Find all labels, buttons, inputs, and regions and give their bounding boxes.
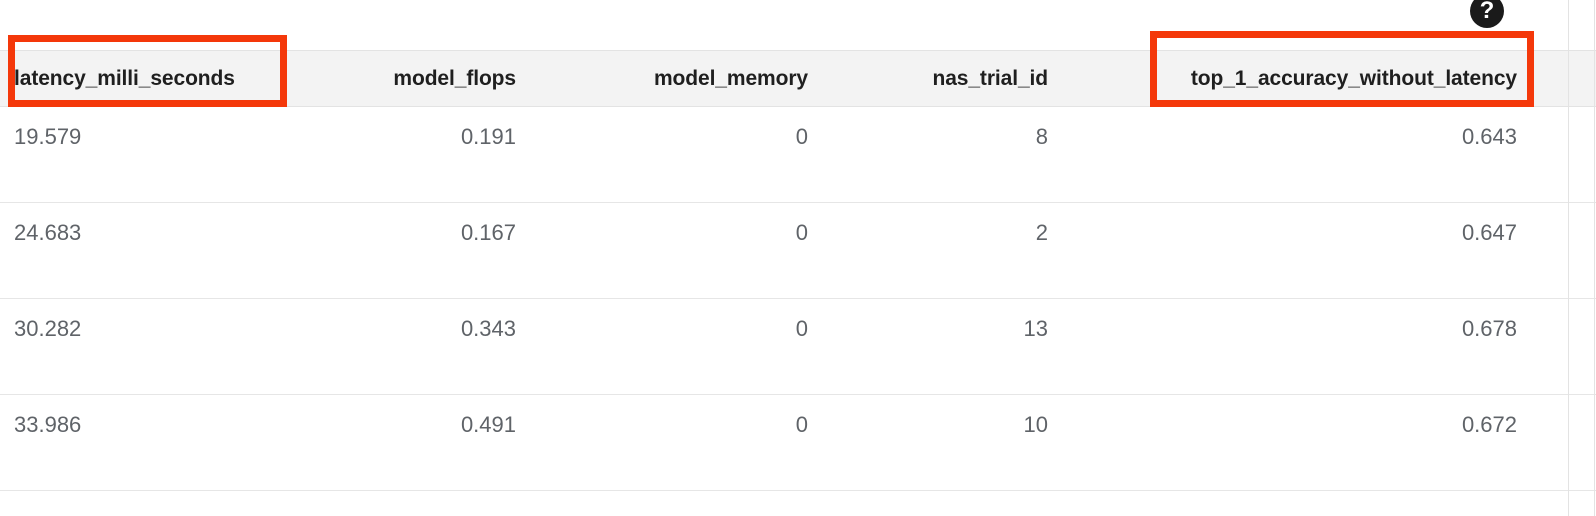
cell-model_flops: 0.343 bbox=[460, 316, 516, 341]
cell-nas_trial_id: 8 bbox=[1035, 124, 1048, 149]
cell-model_flops: 0.491 bbox=[460, 412, 516, 437]
cell-model_flops: 0.167 bbox=[460, 220, 516, 245]
cell-latency_milli_seconds: 30.282 bbox=[14, 316, 82, 341]
table-header-row: latency_milli_seconds model_flops model_me… bbox=[0, 50, 1596, 107]
table-row[interactable]: 24.683 0.167 0 2 0.647 bbox=[0, 203, 1596, 299]
cell-latency_milli_seconds: 19.579 bbox=[14, 124, 82, 149]
table-row[interactable]: 19.579 0.191 0 8 0.643 bbox=[0, 107, 1596, 203]
table-row[interactable]: 30.282 0.343 0 13 0.678 bbox=[0, 299, 1596, 395]
cell-overflow_column bbox=[1572, 203, 1594, 263]
column-divider-right-2 bbox=[1594, 0, 1595, 516]
cell-model_memory: 0 bbox=[795, 124, 808, 149]
help-icon[interactable]: ? bbox=[1470, 0, 1504, 28]
column-divider-header-segment bbox=[1568, 50, 1569, 107]
cell-latency_milli_seconds: 24.683 bbox=[14, 220, 82, 245]
table-row[interactable]: 33.986 0.491 0 10 0.672 bbox=[0, 395, 1596, 491]
cell-overflow_column bbox=[1572, 395, 1594, 455]
cell-top_1_accuracy_without_latency: 0.672 bbox=[1461, 412, 1517, 437]
column-header-model_flops[interactable]: model_flops bbox=[393, 66, 516, 90]
cell-model_memory: 0 bbox=[795, 220, 808, 245]
column-divider-right-1 bbox=[1568, 0, 1569, 516]
column-header-top_1_accuracy_without_latency[interactable]: top_1_accuracy_without_latency bbox=[1190, 66, 1517, 90]
cell-nas_trial_id: 13 bbox=[1023, 316, 1048, 341]
table-row-cells: 24.683 0.167 0 2 0.647 bbox=[0, 203, 1596, 298]
table-row-cells: 19.579 0.191 0 8 0.643 bbox=[0, 107, 1596, 202]
cell-top_1_accuracy_without_latency: 0.647 bbox=[1461, 220, 1517, 245]
cell-top_1_accuracy_without_latency: 0.643 bbox=[1461, 124, 1517, 149]
cell-overflow_column bbox=[1572, 107, 1594, 167]
column-header-nas_trial_id[interactable]: nas_trial_id bbox=[932, 66, 1048, 90]
cell-latency_milli_seconds: 33.986 bbox=[14, 412, 82, 437]
column-header-overflow_column[interactable] bbox=[1572, 51, 1594, 106]
help-icon-button[interactable]: ? bbox=[1470, 0, 1504, 28]
table-body: 19.579 0.191 0 8 0.643 24.683 0.167 0 2 0.647 30.2… bbox=[0, 107, 1596, 516]
cell-model_memory: 0 bbox=[795, 412, 808, 437]
table-row-cells: 33.986 0.491 0 10 0.672 bbox=[0, 395, 1596, 490]
cell-nas_trial_id: 10 bbox=[1023, 412, 1048, 437]
column-header-model_memory[interactable]: model_memory bbox=[653, 66, 808, 90]
cell-overflow_column bbox=[1572, 299, 1594, 359]
cell-model_memory: 0 bbox=[795, 316, 808, 341]
cell-top_1_accuracy_without_latency: 0.678 bbox=[1461, 316, 1517, 341]
cell-model_flops: 0.191 bbox=[460, 124, 516, 149]
column-header-latency_milli_seconds[interactable]: latency_milli_seconds bbox=[14, 66, 235, 90]
table-row-cells: 30.282 0.343 0 13 0.678 bbox=[0, 299, 1596, 394]
cell-nas_trial_id: 2 bbox=[1035, 220, 1048, 245]
table-header-cells: latency_milli_seconds model_flops model_me… bbox=[0, 51, 1596, 106]
